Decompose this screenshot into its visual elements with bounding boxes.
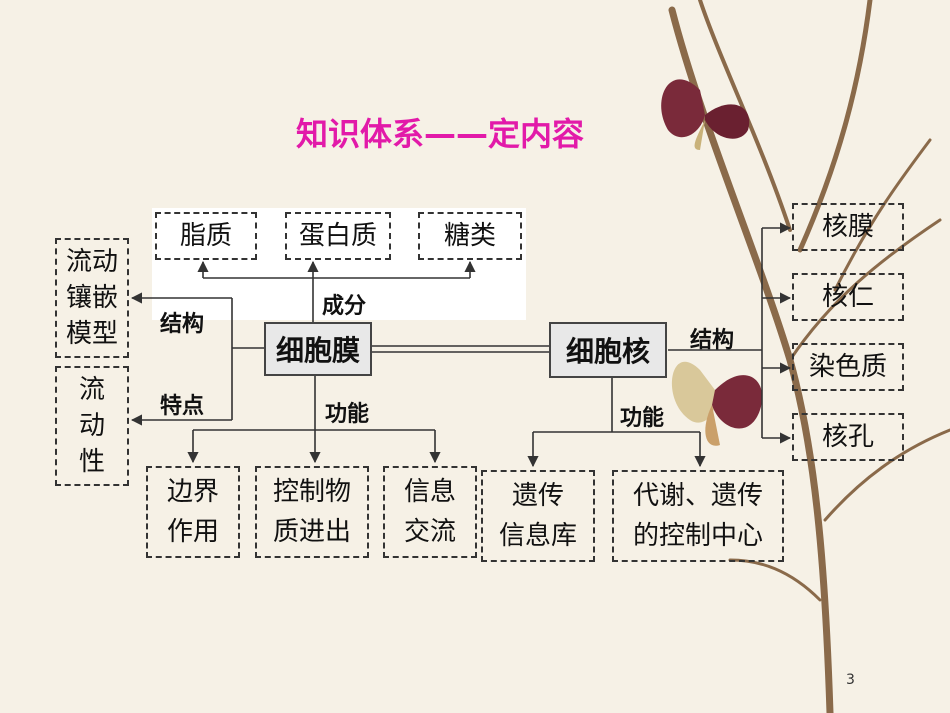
nucleolus-box: 核仁 xyxy=(792,273,904,321)
page-title: 知识体系——定内容 xyxy=(296,115,585,153)
cell-nucleus-node: 细胞核 xyxy=(549,322,667,378)
structure-line-3: 模型 xyxy=(65,319,118,349)
control-center-box: 代谢、遗传 的控制中心 xyxy=(612,470,784,562)
feature-label: 特点 xyxy=(160,393,205,419)
function-transport-box: 控制物 质进出 xyxy=(255,466,369,558)
function-boundary-box: 边界 作用 xyxy=(146,466,240,558)
genetic-info-library-box: 遗传 信息库 xyxy=(481,470,595,562)
structure-line-2: 镶嵌 xyxy=(65,283,118,313)
fluidity-box: 流 动 性 xyxy=(55,366,129,486)
control-center-line-1: 代谢、遗传 xyxy=(632,481,763,511)
feature-line-1: 流 xyxy=(78,375,105,405)
function-transport-line-1: 控制物 xyxy=(272,477,351,507)
structure-label-membrane: 结构 xyxy=(160,311,205,337)
butterfly-bottom-icon xyxy=(671,361,763,446)
nuclear-pore-box: 核孔 xyxy=(792,413,904,461)
function-boundary-line-2: 作用 xyxy=(166,517,219,547)
feature-line-3: 性 xyxy=(78,447,105,477)
function-signal-box: 信息 交流 xyxy=(383,466,477,558)
butterfly-top-icon xyxy=(661,79,750,150)
function-label-membrane: 功能 xyxy=(325,401,370,427)
function-signal-line-1: 信息 xyxy=(403,477,456,507)
components-label: 成分 xyxy=(322,293,367,319)
component-sugar: 糖类 xyxy=(418,212,522,260)
components-panel xyxy=(152,208,526,320)
function-label-nucleus: 功能 xyxy=(620,405,665,431)
genetic-info-line-1: 遗传 xyxy=(511,481,564,511)
component-lipid: 脂质 xyxy=(155,212,257,260)
genetic-info-line-2: 信息库 xyxy=(498,521,577,551)
structure-label-nucleus: 结构 xyxy=(690,327,735,353)
page-number: 3 xyxy=(846,672,855,688)
function-transport-line-2: 质进出 xyxy=(272,517,351,547)
nuclear-envelope-box: 核膜 xyxy=(792,203,904,251)
component-protein: 蛋白质 xyxy=(285,212,391,260)
chromatin-box: 染色质 xyxy=(792,343,904,391)
function-boundary-line-1: 边界 xyxy=(166,477,219,507)
control-center-line-2: 的控制中心 xyxy=(632,521,763,551)
fluid-mosaic-model-box: 流动 镶嵌 模型 xyxy=(55,238,129,358)
feature-line-2: 动 xyxy=(78,411,105,441)
structure-line-1: 流动 xyxy=(65,247,118,277)
function-signal-line-2: 交流 xyxy=(403,517,456,547)
cell-membrane-node: 细胞膜 xyxy=(264,322,372,376)
